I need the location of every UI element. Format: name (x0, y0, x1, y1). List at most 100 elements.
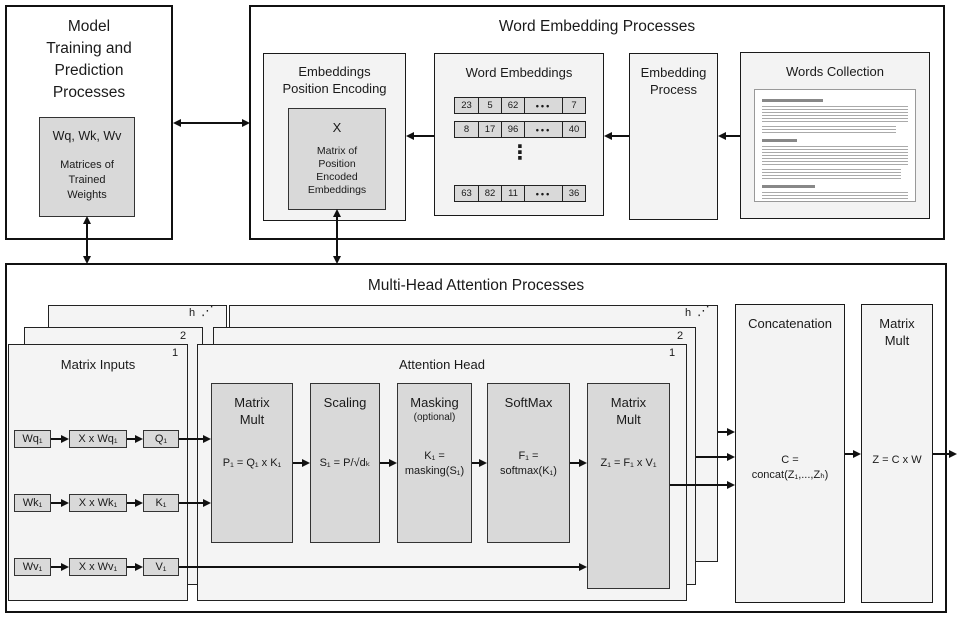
arrowhead-right (61, 435, 69, 443)
product-xwv1-box: X x Wv₁ (69, 558, 127, 576)
final-matrix-mult-formula: Z = C x W (872, 454, 922, 466)
matrix-cell: 63 (454, 185, 479, 202)
matrix-cell: 7 (562, 97, 586, 114)
arrow-head-1-to-concat (670, 484, 728, 486)
connector (127, 502, 136, 504)
arrowhead-up (333, 209, 341, 217)
matrix-cell-ellipsis: ••• (524, 121, 563, 138)
embedding-process-title: Embedding Process (640, 65, 707, 97)
embedding-matrix-row: 63 82 11 ••• 36 (454, 185, 586, 202)
document-heading-line (762, 99, 824, 102)
arrowhead-right (135, 499, 143, 507)
arrowhead-left (406, 132, 414, 140)
stack-ellipsis: ⋰ (697, 303, 710, 318)
arrowhead-left (718, 132, 726, 140)
arrowhead-right (389, 459, 397, 467)
embeddings-position-encoding-title: Embeddings Position Encoding (282, 64, 387, 96)
arrowhead-up (83, 216, 91, 224)
connector (51, 438, 62, 440)
attention-head-layer-label-h: h (684, 307, 692, 319)
arrowhead-right (853, 450, 861, 458)
step-title: SoftMax (504, 395, 553, 410)
matrix-cell: 23 (454, 97, 479, 114)
model-training-title: Model Training and Prediction Processes (46, 18, 132, 101)
arrow-model-wep-bidirectional (180, 122, 242, 124)
arrow-q1-input (179, 438, 204, 440)
arrowhead-left (604, 132, 612, 140)
step-title: Matrix Mult (234, 395, 270, 427)
step-title: Scaling (323, 395, 367, 410)
weight-wq1-box: Wq₁ (14, 430, 51, 448)
matrix-cell: 11 (501, 185, 525, 202)
arrow-xmatrix-mha-bidirectional (336, 217, 338, 257)
arrow-wordscollection-to-embeddingprocess (725, 135, 740, 137)
arrowhead-right (579, 459, 587, 467)
arrow-embeddingprocess-to-wordembeddings (611, 135, 629, 137)
arrowhead-right (242, 119, 250, 127)
arrowhead-right (203, 435, 211, 443)
matrix-cell: 8 (454, 121, 479, 138)
matrix-inputs-layer-label-h: h (188, 307, 196, 319)
step-formula: K₁ = masking(S₁) (404, 450, 465, 477)
arrowhead-down (83, 256, 91, 264)
arrowhead-right (949, 450, 957, 458)
matrix-cell: 36 (562, 185, 586, 202)
output-q1-box: Q₁ (143, 430, 179, 448)
multi-head-attention-title: Multi-Head Attention Processes (367, 277, 585, 294)
weights-caption: Matrices of Trained Weights (60, 159, 114, 201)
step-matrix-mult-2: Matrix Mult Z₁ = F₁ x V₁ (587, 383, 670, 589)
arrowhead-right (479, 459, 487, 467)
arrowhead-right (135, 435, 143, 443)
document-text-lines (762, 192, 908, 199)
matrix-cell: 62 (501, 97, 525, 114)
weight-wk1-box: Wk₁ (14, 494, 51, 512)
word-embeddings-title: Word Embeddings (465, 65, 573, 80)
matrix-cell-ellipsis: ••• (524, 97, 563, 114)
step-matrix-mult-1: Matrix Mult P₁ = Q₁ x K₁ (211, 383, 293, 543)
arrow-matmul-to-scaling (293, 462, 303, 464)
step-formula: S₁ = P/√dₖ (319, 457, 371, 469)
arrow-weights-mha-bidirectional (86, 224, 88, 257)
matrix-inputs-title: Matrix Inputs (60, 357, 136, 372)
vertical-ellipsis: ⋮ (510, 142, 530, 164)
arrow-head-2-to-concat (696, 456, 728, 458)
step-title: Masking (410, 395, 459, 410)
step-softmax: SoftMax F₁ = softmax(K₁) (487, 383, 570, 543)
weights-label: Wq, Wk, Wv (52, 129, 122, 143)
arrowhead-right (727, 453, 735, 461)
arrowhead-right (302, 459, 310, 467)
final-matrix-mult-title: Matrix Mult (879, 316, 915, 348)
step-formula: Z₁ = F₁ x V₁ (600, 457, 657, 469)
embedding-matrix-row: 8 17 96 ••• 40 (454, 121, 586, 138)
product-xwk1-box: X x Wk₁ (69, 494, 127, 512)
connector (127, 438, 136, 440)
stack-ellipsis: ⋰ (201, 303, 214, 318)
attention-head-title: Attention Head (398, 357, 485, 372)
document-heading-line (762, 185, 815, 188)
arrowhead-right (203, 499, 211, 507)
trained-weights-block: Wq, Wk, Wv Matrices of Trained Weights (39, 117, 135, 217)
words-collection-title: Words Collection (785, 64, 885, 79)
arrowhead-right (579, 563, 587, 571)
matrix-inputs-layer-label-2: 2 (179, 330, 187, 342)
arrowhead-right (727, 481, 735, 489)
arrow-head-h-to-concat (718, 431, 728, 433)
document-text-lines (762, 169, 901, 181)
step-subtitle: (optional) (413, 412, 456, 423)
output-v1-box: V₁ (143, 558, 179, 576)
step-formula: P₁ = Q₁ x K₁ (222, 457, 282, 469)
connector (51, 566, 62, 568)
matrix-cell: 17 (478, 121, 502, 138)
arrowhead-right (61, 499, 69, 507)
product-xwq1-box: X x Wq₁ (69, 430, 127, 448)
document-thumbnail (754, 89, 916, 202)
matrix-x-caption: Matrix of Position Encoded Embeddings (307, 145, 367, 196)
arrowhead-right (61, 563, 69, 571)
output-k1-box: K₁ (143, 494, 179, 512)
word-embedding-processes-title: Word Embedding Processes (498, 18, 696, 35)
concatenation-formula: C = concat(Z₁,...,Zₕ) (751, 454, 829, 481)
final-matrix-mult-panel: Matrix Mult Z = C x W (861, 304, 933, 603)
arrow-k1-input (179, 502, 204, 504)
arrowhead-left (173, 119, 181, 127)
